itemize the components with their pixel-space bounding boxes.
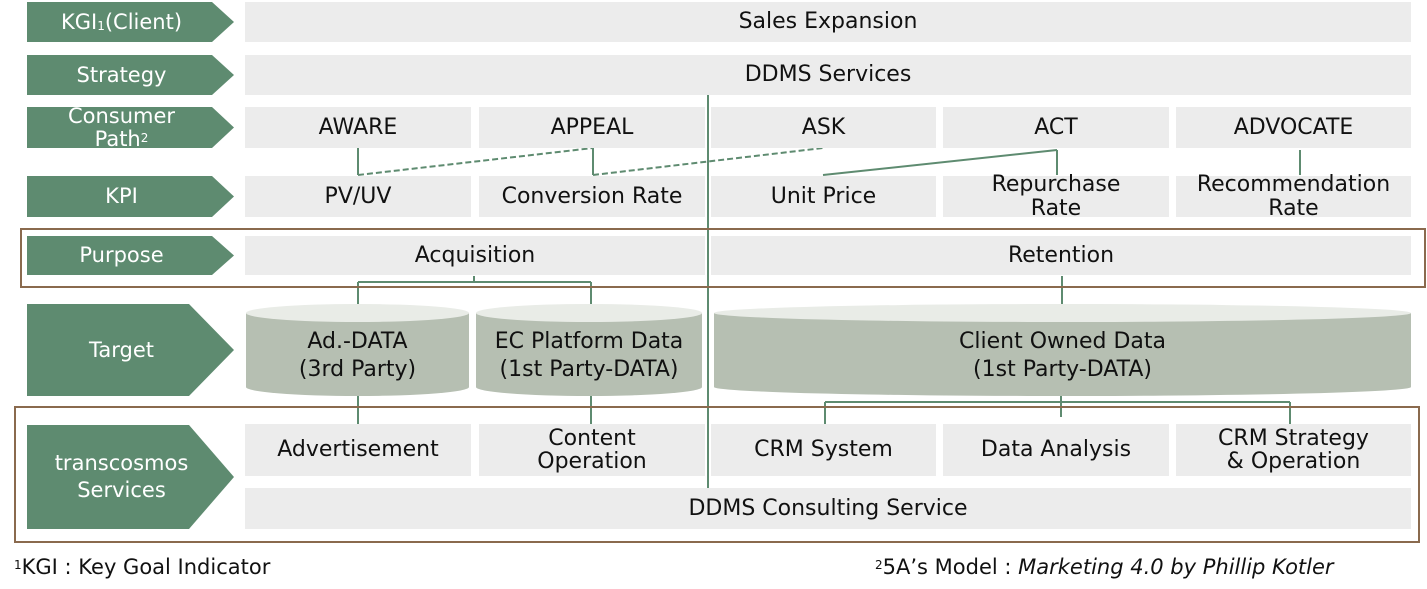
- kpi-line1: PV/UV: [324, 183, 392, 209]
- path-step-label: ASK: [801, 114, 846, 140]
- kpi-recommendation-rate: Recommendation Rate: [1176, 172, 1411, 221]
- service-line2: & Operation: [1226, 449, 1361, 474]
- service-crm-strategy: CRM Strategy & Operation: [1176, 424, 1411, 476]
- path-step-label: AWARE: [318, 114, 398, 140]
- service-line1: Content: [548, 425, 636, 451]
- footnote-5a-model: 25A’s Model : Marketing 4.0 by Phillip K…: [875, 555, 1334, 579]
- kgi-label-suffix: (Client): [104, 9, 183, 34]
- kpi-label: KPI: [27, 176, 234, 217]
- path-step-aware: AWARE: [245, 107, 471, 148]
- purpose-retention-label: Retention: [1007, 242, 1115, 268]
- footnote-kgi: 1KGI : Key Goal Indicator: [14, 555, 270, 579]
- kpi-unit-price: Unit Price: [711, 176, 936, 217]
- kpi-line1: Unit Price: [770, 183, 877, 209]
- service-line1: CRM System: [754, 437, 893, 463]
- kpi-line1: Conversion Rate: [501, 183, 683, 209]
- purpose-label: Purpose: [27, 236, 234, 275]
- data-source-line1: Ad.-DATA: [307, 329, 408, 354]
- data-source-line2: (1st Party-DATA): [973, 356, 1152, 382]
- kpi-pv-uv: PV/UV: [245, 176, 471, 217]
- footnote-kgi-mark: 1: [14, 558, 22, 572]
- service-advertisement: Advertisement: [245, 424, 471, 476]
- consumer-path-label-line1: Consumer: [67, 104, 176, 129]
- footnote-5a-mark: 2: [875, 558, 883, 572]
- consumer-path-label: Consumer Path2: [27, 107, 234, 148]
- service-line1: Data Analysis: [980, 437, 1132, 463]
- purpose-retention: Retention: [711, 236, 1411, 275]
- data-cylinder-ad-data: Ad.-DATA (3rd Party): [246, 304, 469, 396]
- kpi-label-text: KPI: [105, 184, 138, 209]
- data-source-line1: EC Platform Data: [494, 329, 684, 354]
- services-label: transcosmos Services: [27, 425, 234, 529]
- data-source-line1: Client Owned Data: [959, 329, 1166, 354]
- services-label-line2: Services: [77, 478, 166, 502]
- service-crm-system: CRM System: [711, 424, 936, 476]
- services-label-line1: transcosmos: [54, 450, 189, 475]
- kgi-footnote-mark: 1: [97, 18, 105, 33]
- ddms-consulting-label: DDMS Consulting Service: [688, 495, 968, 521]
- service-line1: CRM Strategy: [1218, 425, 1369, 451]
- path-step-act: ACT: [943, 107, 1169, 148]
- path-step-label: ACT: [1034, 114, 1078, 140]
- strategy-value-box: DDMS Services: [245, 55, 1411, 95]
- path-step-appeal: APPEAL: [479, 107, 705, 148]
- kpi-line1: Repurchase: [991, 172, 1121, 198]
- path-step-label: ADVOCATE: [1233, 114, 1354, 140]
- kgi-value-box: Sales Expansion: [245, 2, 1411, 42]
- strategy-label-text: Strategy: [76, 62, 167, 87]
- target-label-text: Target: [89, 337, 154, 362]
- kpi-repurchase-rate: Repurchase Rate: [943, 172, 1169, 221]
- data-cylinder-client-owned: Client Owned Data (1st Party-DATA): [714, 304, 1411, 396]
- data-cylinder-ec-platform: EC Platform Data (1st Party-DATA): [476, 304, 702, 396]
- service-line1: Advertisement: [277, 437, 439, 463]
- data-source-line2: (1st Party-DATA): [499, 356, 679, 382]
- purpose-acquisition: Acquisition: [245, 236, 705, 275]
- path-step-label: APPEAL: [550, 114, 634, 140]
- service-data-analysis: Data Analysis: [943, 424, 1169, 476]
- consumer-path-label-line2: Path: [94, 126, 141, 151]
- kpi-line2: Rate: [1030, 195, 1082, 221]
- services-frame: [14, 406, 1420, 543]
- strategy-label: Strategy: [27, 55, 234, 95]
- kgi-label-text: KGI: [60, 9, 98, 34]
- service-line2: Operation: [537, 449, 647, 474]
- purpose-frame: [20, 228, 1426, 288]
- kpi-line2: Rate: [1268, 195, 1319, 221]
- target-label: Target: [27, 304, 234, 396]
- footnote-5a-text: 5A’s Model :: [882, 555, 1019, 579]
- footnote-kgi-text: KGI : Key Goal Indicator: [21, 555, 271, 579]
- strategy-value: DDMS Services: [744, 62, 912, 88]
- purpose-acquisition-label: Acquisition: [414, 242, 536, 268]
- consumer-path-footnote-mark: 2: [140, 130, 149, 145]
- purpose-label-text: Purpose: [79, 243, 164, 268]
- ddms-consulting-service: DDMS Consulting Service: [245, 488, 1411, 529]
- footnote-5a-source: Marketing 4.0 by Phillip Kotler: [1018, 555, 1334, 579]
- kpi-line1: Recommendation: [1196, 172, 1391, 198]
- kpi-conversion-rate: Conversion Rate: [479, 176, 705, 217]
- path-step-advocate: ADVOCATE: [1176, 107, 1411, 148]
- data-source-line2: (3rd Party): [298, 356, 417, 382]
- path-step-ask: ASK: [711, 107, 936, 148]
- kgi-value: Sales Expansion: [738, 9, 918, 35]
- service-content-operation: Content Operation: [479, 424, 705, 476]
